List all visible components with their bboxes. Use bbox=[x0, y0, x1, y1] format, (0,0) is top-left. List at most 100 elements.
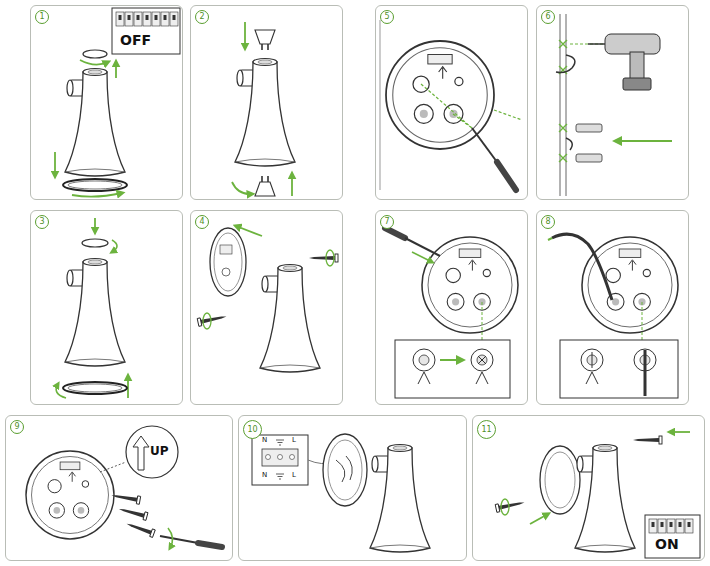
step-number-badge: 11 bbox=[477, 420, 496, 439]
step-panel: 7 bbox=[375, 210, 528, 405]
step-3-illustration bbox=[56, 218, 128, 398]
step-1-illustration-part bbox=[161, 12, 169, 26]
step-11-illustration-part bbox=[670, 431, 690, 433]
step-8-illustration-part bbox=[582, 237, 678, 333]
step-9-illustration-part bbox=[168, 528, 173, 548]
step-number: 2 bbox=[199, 13, 204, 21]
step-number: 3 bbox=[39, 218, 44, 226]
step-11-illustration bbox=[495, 432, 700, 558]
step-number: 8 bbox=[545, 218, 550, 226]
step-8-illustration-part bbox=[642, 302, 643, 340]
step-6-illustration bbox=[556, 14, 672, 196]
step-2-illustration-part bbox=[232, 182, 252, 194]
step-10-illustration-part bbox=[276, 440, 284, 445]
step-2-illustration-part bbox=[255, 176, 275, 196]
step-6-illustration-part bbox=[576, 154, 602, 162]
step-10-illustration-part bbox=[266, 455, 271, 460]
step-4-illustration-part bbox=[222, 268, 230, 276]
step-7-illustration-part bbox=[471, 349, 493, 371]
step-number: 4 bbox=[199, 218, 204, 226]
step-6-illustration-part bbox=[566, 138, 572, 150]
step-9-illustration-part bbox=[125, 520, 155, 537]
step-7-illustration-part bbox=[413, 349, 435, 371]
step-1-illustration-part bbox=[72, 193, 122, 197]
terminal-label: N bbox=[262, 472, 267, 480]
terminal-label: N bbox=[262, 437, 267, 445]
step-4-illustration-part bbox=[214, 233, 242, 291]
step-6-illustration-part bbox=[556, 55, 575, 73]
step-number: 7 bbox=[384, 218, 389, 226]
step-7-illustration-part bbox=[440, 359, 462, 361]
step-7-illustration-part bbox=[422, 237, 518, 333]
step-11-illustration-part bbox=[501, 499, 509, 515]
step-8-illustration bbox=[548, 234, 678, 398]
step-11-illustration-part bbox=[495, 498, 525, 512]
step-5-illustration-part bbox=[472, 128, 497, 162]
step-4-illustration bbox=[197, 226, 338, 372]
step-7-illustration-part bbox=[482, 302, 483, 340]
step-panel: 2 bbox=[190, 5, 343, 200]
step-9-illustration-part bbox=[118, 505, 148, 520]
step-1-illustration-part bbox=[65, 69, 125, 177]
step-panel: 5 bbox=[375, 5, 528, 200]
step-7-illustration-part bbox=[412, 252, 432, 262]
step-1-illustration-part bbox=[170, 12, 178, 26]
switch-state-label: OFF bbox=[120, 33, 151, 48]
step-9-illustration-part bbox=[111, 491, 141, 504]
step-11-illustration-part bbox=[676, 519, 684, 533]
step-10-illustration-part bbox=[252, 435, 308, 485]
step-8-illustration-part bbox=[586, 372, 598, 384]
step-5-illustration-part bbox=[386, 41, 494, 149]
step-9-illustration-part bbox=[100, 462, 126, 472]
step-1-illustration-part bbox=[116, 12, 124, 26]
step-9-illustration-part bbox=[26, 451, 114, 539]
step-11-illustration-part bbox=[667, 519, 675, 533]
step-number-badge: 7 bbox=[380, 215, 394, 229]
step-10-illustration bbox=[252, 434, 430, 552]
terminal-label: L bbox=[292, 437, 296, 445]
step-1-illustration-part bbox=[112, 8, 180, 54]
step-8-illustration-part bbox=[581, 349, 603, 371]
step-3-illustration-part bbox=[112, 240, 117, 252]
step-number-badge: 8 bbox=[541, 215, 555, 229]
step-3-illustration-part bbox=[94, 218, 96, 232]
step-1-illustration-part bbox=[54, 152, 56, 176]
step-5-illustration-part bbox=[380, 20, 381, 190]
step-11-illustration-part bbox=[685, 519, 693, 533]
step-panel: 1 bbox=[30, 5, 183, 200]
terminal-label: L bbox=[292, 472, 296, 480]
step-1-illustration bbox=[55, 8, 180, 197]
step-4-illustration-part bbox=[197, 312, 227, 326]
step-3-illustration-part bbox=[82, 239, 108, 247]
step-panel: 6 bbox=[536, 5, 689, 200]
step-10-illustration-part bbox=[323, 434, 367, 506]
step-9-illustration-part bbox=[198, 543, 222, 547]
step-9-illustration-part bbox=[126, 426, 178, 478]
step-4-illustration-part bbox=[236, 226, 262, 236]
step-10-illustration-part bbox=[262, 449, 298, 466]
step-number: 9 bbox=[14, 423, 19, 431]
step-4-illustration-part bbox=[203, 313, 211, 329]
step-6-illustration-part bbox=[559, 124, 567, 162]
step-11-illustration-part bbox=[575, 445, 635, 553]
step-1-illustration-part bbox=[68, 181, 122, 189]
switch-state-label: ON bbox=[655, 537, 679, 552]
step-number: 10 bbox=[247, 426, 257, 434]
step-6-illustration-part bbox=[616, 140, 672, 142]
step-panel: 9 bbox=[5, 415, 233, 561]
step-4-illustration-part bbox=[260, 265, 320, 373]
step-2-illustration bbox=[232, 22, 295, 196]
step-2-illustration-part bbox=[291, 174, 293, 196]
step-8-illustration-part bbox=[560, 340, 678, 398]
step-number: 5 bbox=[384, 13, 389, 21]
step-7-illustration-part bbox=[395, 340, 510, 398]
step-1-illustration-part bbox=[115, 62, 117, 78]
step-10-illustration-part bbox=[276, 474, 284, 479]
step-number-badge: 4 bbox=[195, 215, 209, 229]
step-6-illustration-part bbox=[605, 34, 660, 54]
step-7-illustration-part bbox=[405, 238, 440, 256]
step-number-badge: 6 bbox=[541, 10, 555, 24]
step-8-illustration-part bbox=[644, 350, 647, 396]
step-3-illustration-part bbox=[65, 259, 125, 367]
